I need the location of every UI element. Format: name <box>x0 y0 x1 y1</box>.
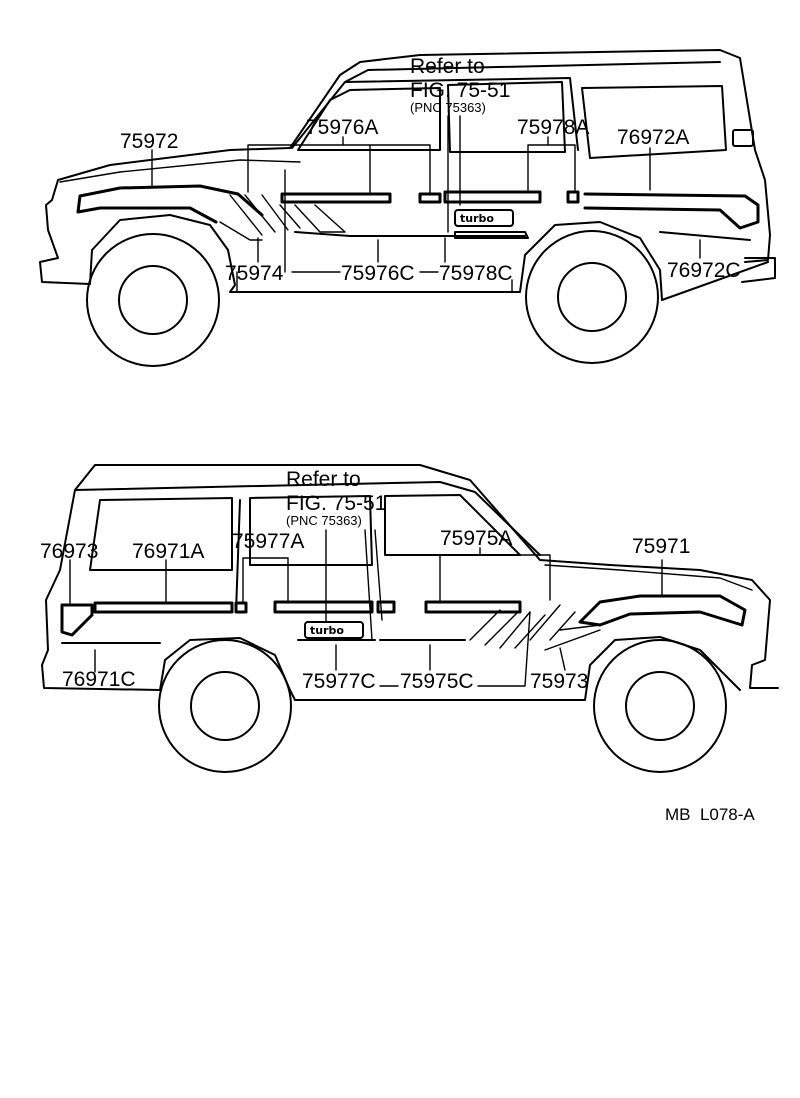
top-rear-bumper <box>741 257 776 283</box>
top-vehicle-right-side: turbo <box>39 49 776 367</box>
top-front-stripe <box>76 184 264 224</box>
bottom-rear-window <box>89 497 233 571</box>
top-front-tire <box>86 233 220 367</box>
top-front-window <box>297 87 441 151</box>
bottom-front-tire <box>593 639 727 773</box>
top-leader-lines <box>151 115 701 293</box>
top-front-rim <box>118 265 188 335</box>
leader-lower-bottom <box>335 644 431 671</box>
leader-refer-bottom <box>325 529 383 641</box>
top-refer-line2: FIG. 75-51 <box>410 79 510 102</box>
leader-refer-top <box>447 115 461 233</box>
top-body-outline <box>39 49 771 285</box>
label-75975A: 75975A <box>440 527 512 550</box>
label-75977C: 75977C <box>302 670 376 693</box>
top-rear-tire <box>525 230 659 364</box>
top-turbo-text: turbo <box>460 212 494 225</box>
top-hood-line <box>59 159 301 183</box>
bottom-leader-lines <box>69 529 663 687</box>
bottom-turbo-text: turbo <box>310 624 344 637</box>
label-75978C: 75978C <box>439 262 513 285</box>
label-75974: 75974 <box>225 262 284 285</box>
label-76972A: 76972A <box>617 126 689 149</box>
label-75978A: 75978A <box>517 116 589 139</box>
leader-bracket-top <box>236 271 513 293</box>
top-turbo-badge <box>454 209 514 227</box>
top-refer-pnc: (PNC 75363) <box>410 100 486 115</box>
bottom-upper-stripe <box>93 600 522 614</box>
label-76972C: 76972C <box>667 259 741 282</box>
top-rear-window <box>581 85 727 159</box>
bottom-body-outline <box>41 464 779 691</box>
label-75976C: 75976C <box>341 262 415 285</box>
top-rear-rim <box>557 262 627 332</box>
bottom-hatch-stripe <box>469 604 601 651</box>
top-roof-line <box>291 61 721 151</box>
bottom-lower-trim <box>61 639 466 644</box>
leader-75974 <box>257 169 286 273</box>
top-rear-stripe <box>583 192 760 230</box>
leader-75975A <box>389 547 551 604</box>
leader-75976A <box>247 136 431 196</box>
bottom-roof-line <box>74 481 541 613</box>
bottom-rear-stripe <box>60 603 94 637</box>
diagram-code: MB L078-A <box>665 805 755 824</box>
label-76971A: 76971A <box>132 540 204 563</box>
label-76971C: 76971C <box>62 668 136 691</box>
bottom-middle-window <box>249 495 373 566</box>
bottom-refer-line2: FIG. 75-51 <box>286 492 386 515</box>
bottom-vehicle-left-side: turbo <box>41 464 779 773</box>
bottom-hood-line <box>544 564 753 591</box>
top-lower-trim <box>294 231 751 241</box>
top-mid-stripe <box>418 190 580 204</box>
label-76973: 76973 <box>40 540 98 563</box>
label-75972: 75972 <box>120 130 178 153</box>
leader-lower-top <box>377 237 701 263</box>
leader-75977A <box>242 557 289 604</box>
label-75975C: 75975C <box>400 670 474 693</box>
leader-75973 <box>477 611 566 687</box>
label-75977A: 75977A <box>232 530 304 553</box>
top-refer-line1: Refer to <box>410 55 485 78</box>
top-front-arch <box>89 214 769 301</box>
top-middle-window <box>447 81 566 153</box>
bottom-refer-line1: Refer to <box>286 468 361 491</box>
top-tail-light <box>732 129 754 147</box>
label-75973: 75973 <box>530 670 588 693</box>
top-upper-stripe <box>280 192 392 204</box>
bottom-rear-rim <box>190 671 260 741</box>
top-hatch-stripe <box>219 194 346 241</box>
bottom-rear-tire <box>158 639 292 773</box>
bottom-turbo-badge <box>304 621 364 639</box>
bottom-refer-pnc: (PNC 75363) <box>286 513 362 528</box>
label-75971: 75971 <box>632 535 690 558</box>
bottom-front-stripe <box>578 594 747 627</box>
leader-75978A <box>527 136 576 191</box>
bottom-arches <box>159 636 741 701</box>
label-75976A: 75976A <box>306 116 378 139</box>
bottom-front-rim <box>625 671 695 741</box>
